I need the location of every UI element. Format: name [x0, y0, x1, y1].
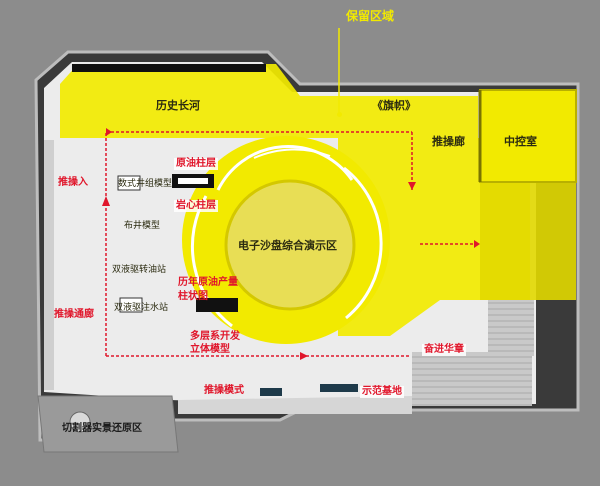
disc-arc-ring: [216, 145, 354, 191]
demo-base-label: 示范基地: [360, 386, 404, 398]
top-wall-bar: [72, 64, 266, 72]
display-case-well: [117, 175, 141, 191]
display-case-oil-inner: [178, 178, 208, 184]
retain-dot: [337, 112, 342, 117]
station1-label: 双液驱转油站: [112, 265, 167, 275]
lower-right-zone: [480, 180, 576, 300]
left-wall-strip: [44, 140, 54, 390]
inner-disc: [224, 179, 356, 311]
gallery-label: 推操廊: [432, 135, 465, 148]
disc-arc-left: [190, 195, 233, 328]
production-label-1: 历年原油产量: [178, 277, 238, 288]
multilayer-label-1: 多层系开发: [190, 331, 240, 342]
progress-label: 奋进华章: [422, 344, 466, 356]
display-case-station: [119, 297, 143, 313]
hall-label: 历史长河: [156, 99, 200, 112]
disc-arc-top: [253, 148, 331, 159]
control-label: 中控室: [504, 135, 537, 148]
route-lines: [105, 131, 474, 357]
coreclass-label: 岩心柱层: [174, 200, 218, 212]
channel-label: 推操通廊: [54, 309, 94, 320]
restoration-model: [69, 411, 91, 433]
display-case-production: [196, 298, 238, 312]
production-label-2: 柱状图: [178, 291, 208, 302]
mode-label: 推操模式: [204, 385, 244, 396]
disc-arc-right: [343, 166, 383, 320]
bottom-corridor: [178, 396, 412, 414]
entrance-label: 推操入: [58, 177, 88, 188]
multilayer-label-2: 立体模型: [190, 344, 230, 355]
stairs-area: [412, 352, 532, 406]
wellpad2-label: 布井模型: [124, 221, 161, 231]
screen-1: [260, 388, 282, 396]
sandtable-label: 电子沙盘综合演示区: [238, 239, 337, 252]
wellpad-label: 数式井组模型: [118, 179, 173, 189]
retain-label: 保留区域: [346, 9, 395, 23]
oilcore-label: 原油柱层: [174, 158, 218, 170]
station2-label: 双液驱注水站: [114, 303, 169, 313]
history-band: [60, 64, 478, 138]
flag-label: 《旗帜》: [372, 99, 416, 112]
restoration-room: [37, 395, 179, 453]
restore-label: 切割器实景还原区: [62, 423, 142, 434]
screen-2: [320, 384, 358, 392]
stairs-right: [488, 300, 534, 356]
route-arrowheads: [102, 128, 480, 360]
